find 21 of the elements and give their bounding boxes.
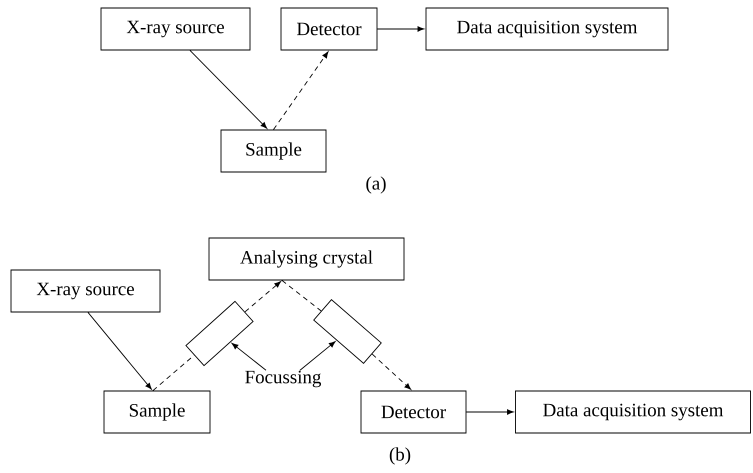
process-box: Data acquisition system — [426, 8, 668, 50]
arrow — [190, 50, 268, 129]
dashed-line — [282, 280, 322, 312]
process-box: X-ray source — [100, 8, 250, 50]
callout-text: Focussing — [245, 370, 322, 388]
panel-label: (a) — [366, 176, 386, 194]
arrow — [88, 312, 152, 390]
dashed-arrow — [273, 52, 328, 130]
arrow — [466, 409, 514, 415]
dashed-arrow — [244, 281, 282, 312]
process-box: Sample — [104, 390, 210, 434]
leader-line — [300, 341, 336, 371]
process-box: X-ray source — [10, 270, 160, 312]
process-box: Data acquisition system — [515, 390, 751, 434]
process-box: Detector — [360, 390, 466, 434]
process-box: Detector — [280, 8, 378, 50]
leader-line — [232, 342, 266, 371]
dashed-arrow — [372, 354, 412, 390]
arrow — [377, 26, 424, 32]
process-box: Sample — [220, 130, 326, 172]
process-box: Analysing crystal — [208, 238, 404, 280]
